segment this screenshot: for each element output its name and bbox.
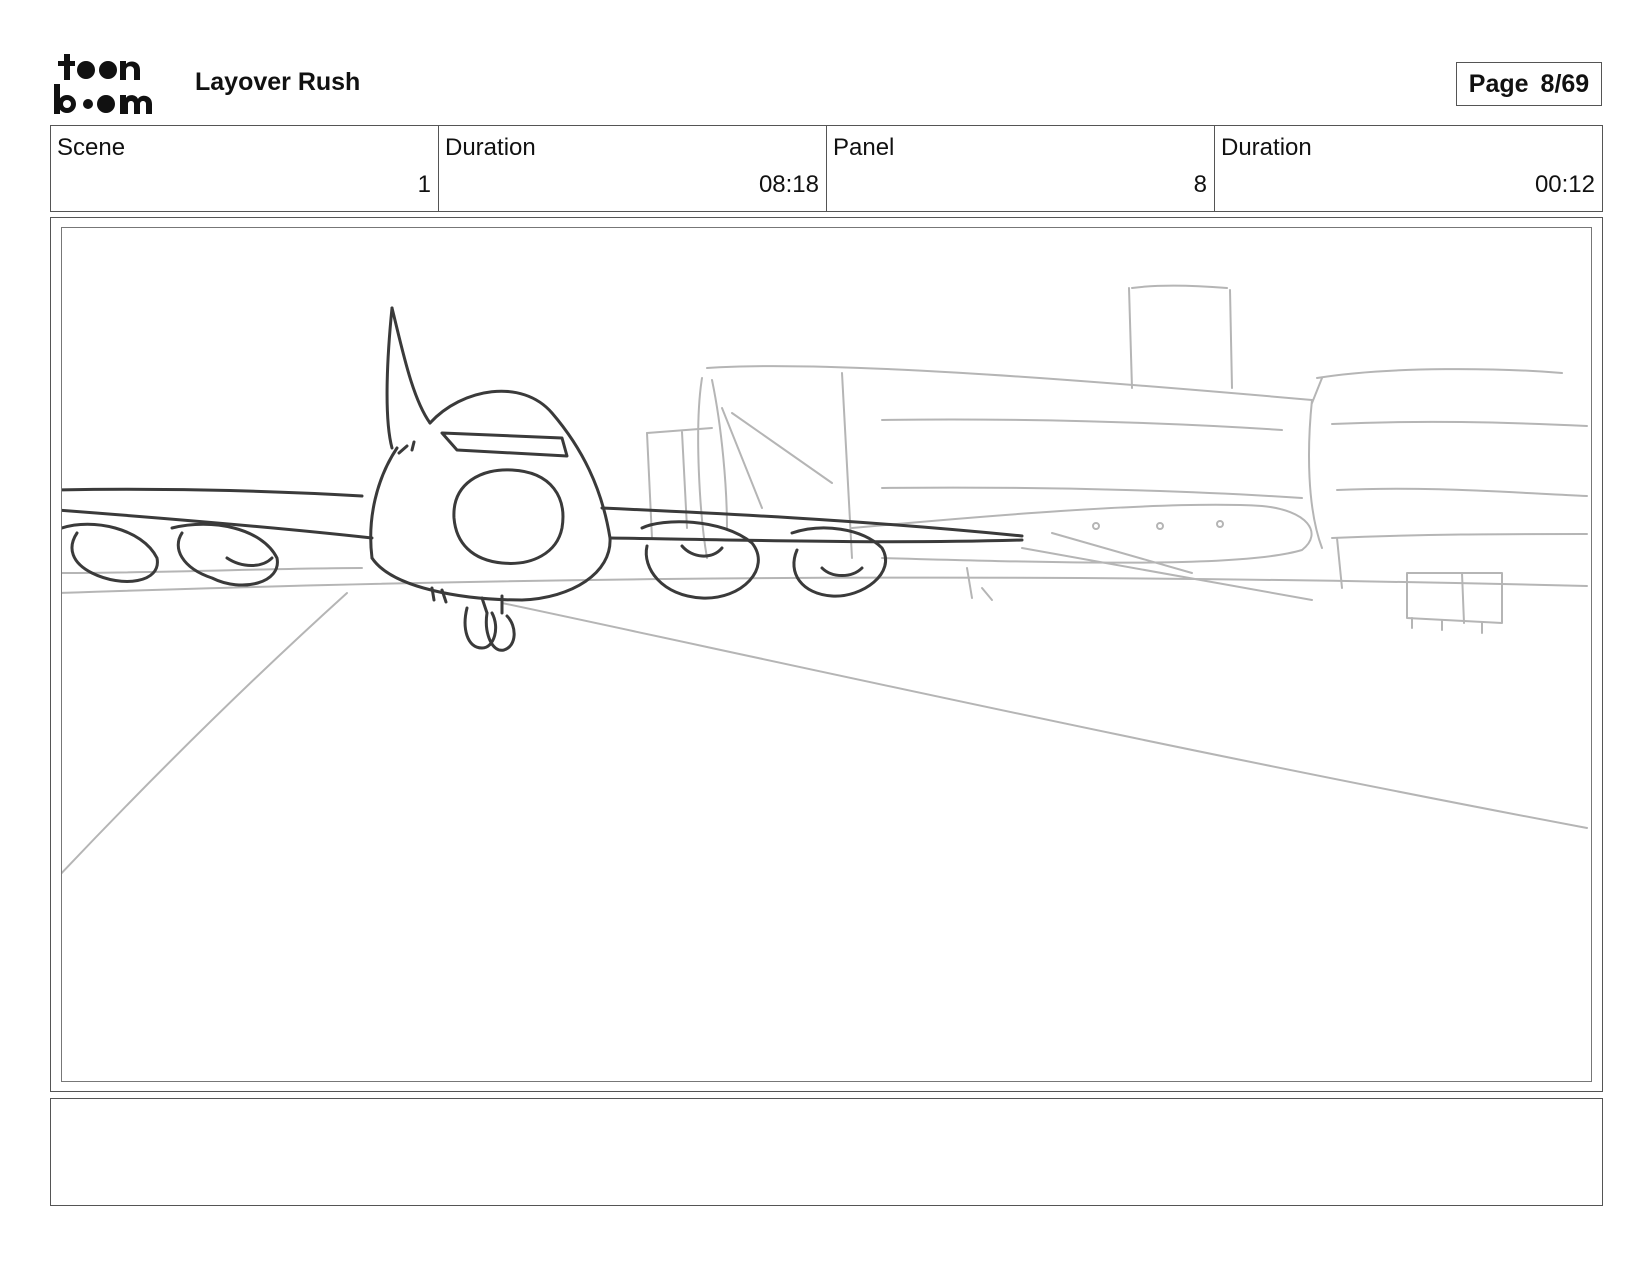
panel-duration-label: Duration [1221,134,1312,161]
panel-label: Panel [833,134,895,161]
toonboom-logo [54,52,172,116]
storyboard-panel-image [61,227,1592,1082]
page-label: Page [1468,69,1529,98]
page-indicator: Page 8/69 [1456,62,1602,106]
panel-notes-box [50,1098,1603,1206]
panel-cell: Panel 8 [827,126,1215,211]
panel-value: 8 [1193,171,1207,198]
panel-duration-cell: Duration 00:12 [1215,126,1602,211]
scene-duration-value: 08:18 [758,171,819,198]
scene-duration-cell: Duration 08:18 [439,126,827,211]
scene-info-table: Scene 1 Duration 08:18 Panel 8 Duration … [50,125,1603,212]
scene-value: 1 [417,171,431,198]
panel-duration-value: 00:12 [1534,171,1595,198]
scene-cell: Scene 1 [51,126,439,211]
scene-label: Scene [57,134,126,161]
document-title: Layover Rush [195,68,361,96]
page-value: 8/69 [1540,69,1590,98]
storyboard-panel-frame [50,217,1603,1092]
scene-duration-label: Duration [445,134,536,161]
